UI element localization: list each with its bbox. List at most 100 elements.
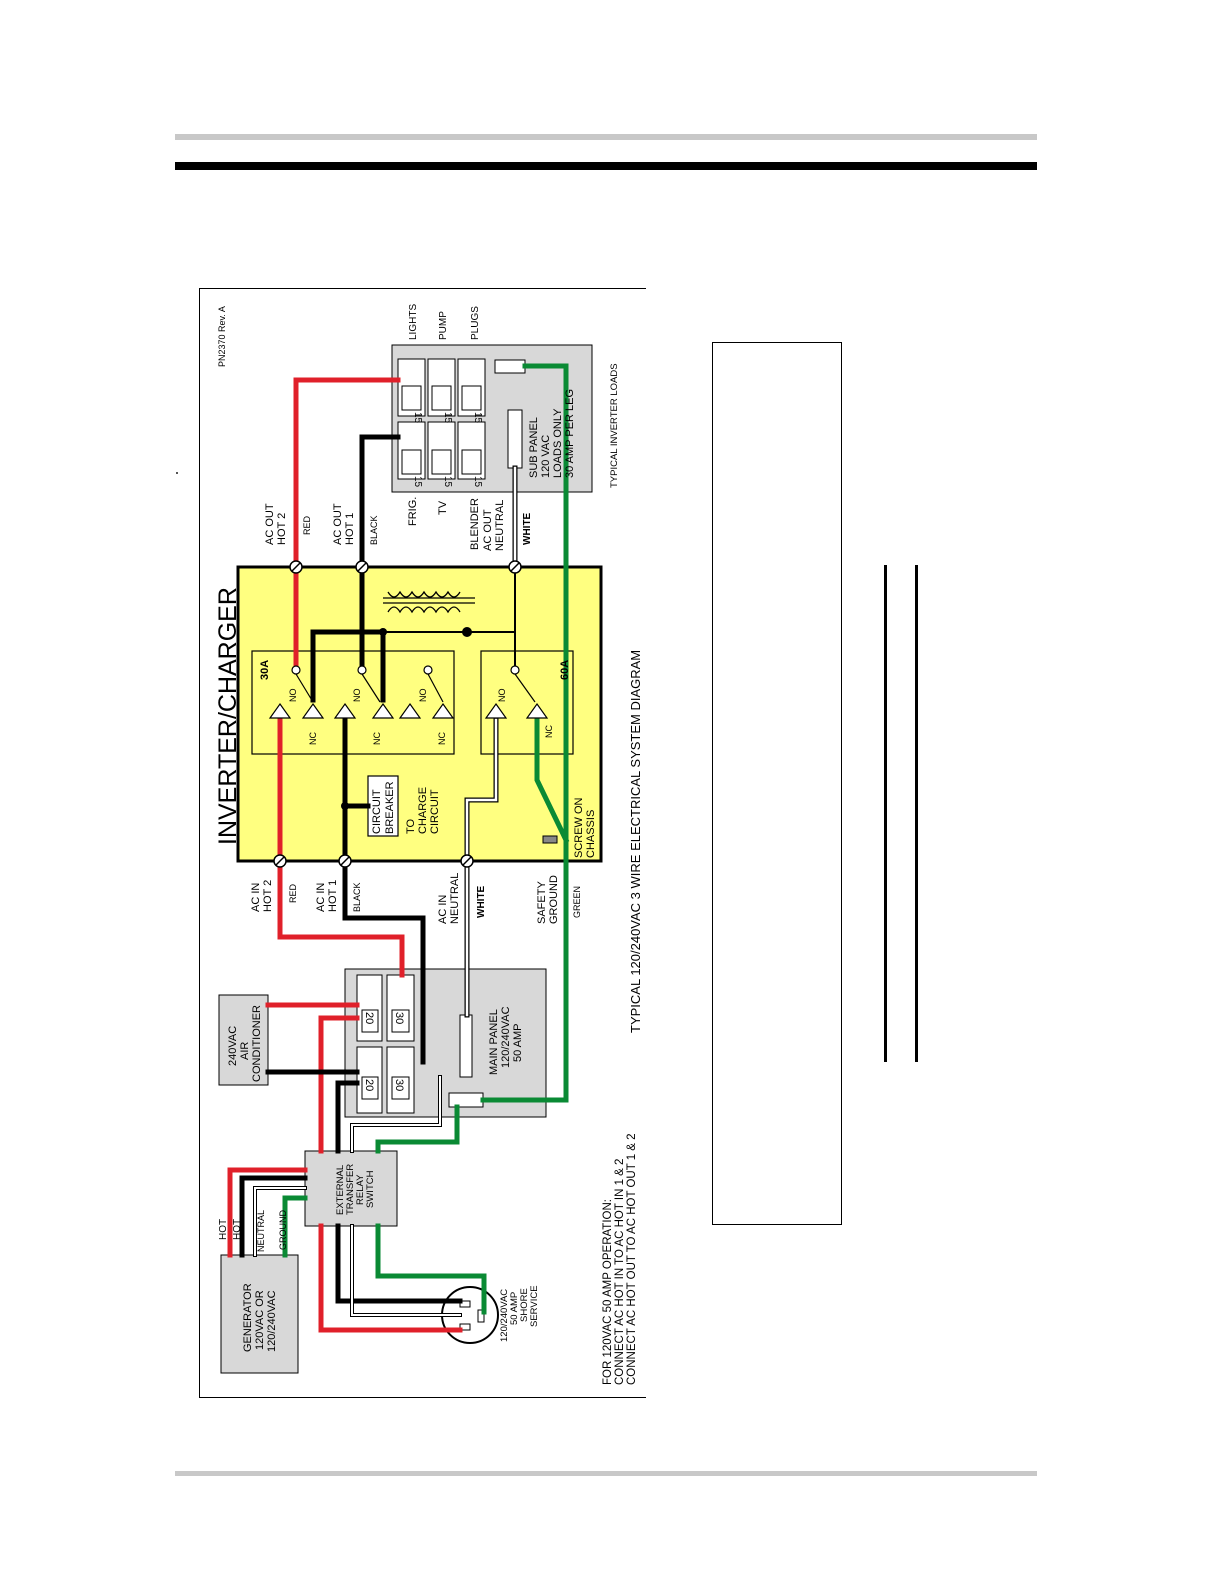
circuit-breaker-label-2: BREAKER (384, 781, 396, 834)
ac-out-hot2-1: AC OUT (264, 503, 276, 545)
gen-wire-hot-1: HOT (218, 1219, 229, 1240)
nc-label-2: NC (372, 732, 382, 745)
ac-in-neutral-1: AC IN (437, 895, 449, 924)
ac-in-neutral-2: NEUTRAL (449, 873, 461, 924)
wire-label-white-out: WHITE (522, 512, 533, 545)
sub-panel-label-4: 30 AMP PER LEG (564, 389, 576, 478)
air-conditioner-label-1: 240VAC (227, 1026, 239, 1066)
wire-black-out (359, 434, 401, 570)
wire-label-black-in: BLACK (352, 882, 362, 912)
load-tv: TV (437, 500, 449, 515)
shore-pin-1 (459, 1300, 471, 1308)
sub-breaker-3: 15 (472, 412, 483, 424)
load-plugs: PLUGS (470, 306, 481, 340)
wire-red-gen (227, 1167, 308, 1258)
diagram-labels: PN2370 Rev. A INVERTER/CHARGER TYPICAL 1… (214, 304, 643, 1385)
sub-breaker-5: 15 (442, 476, 453, 488)
relay-60a-box (480, 650, 574, 755)
screw-label-2: CHASSIS (585, 810, 597, 858)
relay-30a-label: 30A (259, 660, 271, 680)
ac-in-hot2-1: AC IN (250, 883, 262, 912)
wire-green-gen (282, 1195, 308, 1258)
transfer-label-2: TRANSFER (345, 1164, 356, 1215)
safety-ground-1: SAFETY (536, 881, 548, 924)
wire-label-green: GREEN (572, 886, 582, 918)
shore-label-1: 120/240VAC (499, 1289, 510, 1342)
stray-mark (176, 472, 178, 474)
air-conditioner-box (218, 994, 269, 1086)
relay-60a-label: 60A (559, 660, 571, 680)
inverter-terminals (273, 560, 522, 868)
footnote-line-2: CONNECT AC HOT IN TO AC HOT IN 1 & 2 (614, 1159, 626, 1385)
shore-label-4: SERVICE (529, 1285, 540, 1327)
nc-label-4: NC (544, 725, 554, 738)
charge-label-2: CHARGE (417, 787, 429, 834)
footnote-line-3: CONNECT AC HOT OUT TO AC HOT OUT 1 & 2 (626, 1133, 638, 1385)
shore-pin-2 (459, 1323, 471, 1331)
no-label-2: NO (352, 689, 362, 703)
wire-label-black-out: BLACK (369, 515, 379, 545)
wire-red-main (318, 1015, 360, 1154)
main-neutral-bar (459, 1014, 473, 1078)
main-panel-label-2: 120/240VAC (500, 1006, 512, 1068)
sub-panel-label-1: SUB PANEL (528, 417, 540, 478)
ac-out-hot1-1: AC OUT (332, 503, 344, 545)
vertical-bar-right (915, 565, 918, 1062)
load-blender: BLENDER (469, 498, 481, 550)
no-label-4: NO (497, 689, 507, 703)
footer-rule-gray (175, 1471, 1037, 1476)
main-breaker-3: 30 (393, 1012, 405, 1024)
load-lights: LIGHTS (408, 304, 419, 340)
circuit-breaker-box (367, 775, 399, 837)
generator-label-1: GENERATOR (242, 1283, 254, 1352)
diagram-frame (199, 288, 646, 1398)
ac-in-hot2-2: HOT 2 (262, 880, 274, 912)
main-panel-label-1: MAIN PANEL (488, 1009, 500, 1075)
wire-label-red-in: RED (288, 883, 298, 903)
part-number: PN2370 Rev. A (217, 306, 227, 367)
vertical-bar-left (884, 565, 887, 1062)
sub-panel-breakers (397, 358, 486, 480)
main-breaker-4: 30 (393, 1079, 405, 1091)
transformer-symbol (383, 590, 475, 614)
wire-white-main (351, 1076, 441, 1152)
gen-wire-ground: GROUND (278, 1210, 288, 1250)
circuit-breaker-label-1: CIRCUIT (371, 789, 383, 834)
main-panel-breakers (356, 974, 415, 1114)
wire-red-out (293, 377, 401, 570)
nc-label-3: NC (437, 732, 447, 745)
generator-label-2: 120VAC OR (254, 1290, 266, 1350)
header-rule-gray (175, 134, 1037, 140)
ac-in-hot1-1: AC IN (315, 883, 327, 912)
wire-black-shore (335, 1223, 463, 1304)
screw-label-1: SCREW ON (573, 797, 585, 858)
wire-white-gen (254, 1187, 306, 1256)
ac-out-neutral-2: NEUTRAL (494, 500, 506, 551)
no-label-1: NO (288, 689, 298, 703)
transfer-label-3: RELAY (355, 1174, 366, 1205)
gen-wire-hot-2: HOT (232, 1219, 243, 1240)
wire-red-shore (318, 1223, 463, 1333)
sub-breaker-2: 15 (442, 412, 453, 424)
wire-green-shore (375, 1223, 487, 1315)
generator-label-3: 120/240VAC (266, 1290, 278, 1352)
main-breaker-1: 20 (363, 1012, 375, 1024)
sub-panel-label-2: 120 VAC (540, 435, 552, 478)
main-panel-label-3: 50 AMP (512, 1023, 524, 1062)
shore-label-3: SHORE (519, 1288, 530, 1322)
wire-white-shore (351, 1225, 461, 1316)
ac-out-neutral-1: AC OUT (482, 509, 494, 551)
relay-contacts (268, 665, 549, 719)
air-conditioner-label-2: AIR (239, 1042, 251, 1060)
note-box (712, 342, 842, 1225)
main-ground-bar (448, 1092, 484, 1108)
wire-black-main (335, 1080, 360, 1154)
wire-green-relay (534, 717, 570, 844)
air-conditioner-label-3: CONDITIONER (251, 1005, 263, 1082)
sub-ground-bar (494, 359, 526, 374)
wire-label-red-out: RED (302, 515, 312, 535)
inverter-title: INVERTER/CHARGER (214, 587, 242, 845)
wire-black-gen (239, 1175, 308, 1258)
header-rule-black (175, 162, 1037, 170)
